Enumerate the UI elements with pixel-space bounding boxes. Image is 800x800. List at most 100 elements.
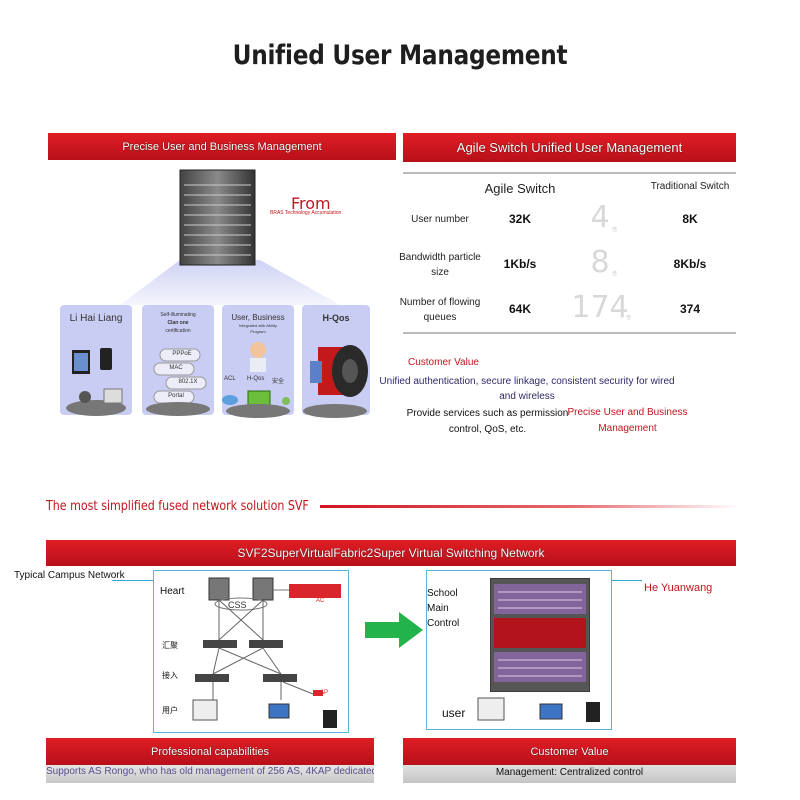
callout-line-left [112,580,154,581]
ac-controller-icon [289,584,341,598]
campus-diagram-graphics [192,577,341,728]
panel-1 [60,305,132,415]
row-ratio-unit: 倍 [612,227,618,233]
table-bottom-rule [403,332,736,334]
panel-2-mid: Clan one [167,320,189,326]
svf-endpoints [477,697,600,722]
row-ratio: 4 [590,200,610,235]
switch-chassis-icon [179,169,256,266]
bottom-right-text: Management: Centralized control [495,767,644,778]
left-header-bar: Precise User and Business Management [48,133,396,160]
bottom-right-strip [403,765,736,783]
row-trad-value: 8K [682,212,698,226]
panel-3-sub: Integrated with Ability [239,323,277,328]
desktop-icon [192,699,218,721]
panel-4-label: H-Qos [322,313,350,323]
panel-3-top: User, Business [231,313,285,322]
bottom-left-bar: Professional capabilities [46,738,374,765]
pill-8021x: 802.1X [178,379,198,385]
ap-label: AP [320,690,329,696]
aggregation-switch-icon [249,640,283,648]
customer-value-right: Precise User and Business Management [567,407,688,434]
tablet-icon [586,702,600,722]
row-label: Bandwidth particle size [399,252,481,278]
access-switch-icon [195,674,229,682]
row-label: User number [411,214,469,225]
user-avatar-icon [250,342,266,358]
pill-portal: Portal [168,393,184,399]
panel-3-sub2: Program [250,329,266,334]
ac-label: AC [316,598,325,604]
printer-icon [103,388,123,404]
school-main-control-label: School Main Control [427,588,460,629]
pill-mac: MAC [169,365,183,371]
access-label: 接入 [162,671,178,680]
css-label: CSS [228,600,247,610]
heart-label: Heart [160,586,185,597]
row-agile-value: 32K [508,212,531,226]
svf-bar: SVF2SuperVirtualFabric2Super Virtual Swi… [46,540,736,566]
row-agile-value: 1Kb/s [503,257,537,271]
row-ratio: 8 [590,245,610,280]
page-title: Unified User Management [232,40,568,71]
aggregation-switch-icon [203,640,237,648]
callout-line-right [612,580,642,581]
panel-3-hqos: H-Qos [247,376,265,382]
bottom-right-bar-label: Customer Value [530,745,609,758]
row-ratio-unit: 倍 [626,315,632,321]
laptop-icon [268,703,290,719]
tablet-icon [323,710,337,728]
svf-heading: The most simplified fused network soluti… [46,499,309,514]
svf-bar-label: SVF2SuperVirtualFabric2Super Virtual Swi… [237,546,545,560]
col-agile-header: Agile Switch [484,181,556,196]
ap-icon [313,690,323,696]
monitor-icon [247,390,271,406]
user-label: 用户 [162,706,178,715]
desktop-icon [477,697,505,721]
camera-icon [79,391,91,403]
customer-value-line1: Unified authentication, secure linkage, … [379,376,675,402]
from-label: From [291,194,331,213]
he-yuanwang-label: He Yuanwang [644,582,713,594]
aggregation-label: 汇聚 [162,641,178,650]
cloud-icon [222,395,238,405]
virtual-board-label: 虚拟业务板 [432,629,472,638]
svf-user-label: user [442,706,466,720]
bottom-right-bar: Customer Value [403,738,736,765]
virtual-port-label: 虚拟端口 [432,665,464,674]
row-agile-value: 64K [508,302,531,316]
core-switch-icon [252,577,274,601]
svf-heading-rule [320,505,740,508]
left-header-label: Precise User and Business Management [122,140,322,153]
right-header-label: Agile Switch Unified User Management [456,140,683,155]
right-header-bar: Agile Switch Unified User Management [403,133,736,162]
row-trad-value: 374 [679,302,701,316]
customer-value-title: Customer Value [408,357,479,368]
row-ratio-unit: 倍 [612,271,618,277]
pill-pppoe: PPPoE [172,351,192,357]
svf-rack-icon [490,578,590,692]
panel-1-label: Li Hai Liang [69,313,123,324]
panel-2-top: Self-illuminating [160,312,196,318]
light-beam [120,260,340,305]
customer-value-line2: Provide services such as permission cont… [406,408,569,435]
arrow-right-icon [365,612,423,648]
table-top-rule [403,172,736,174]
col-traditional-header: Traditional Switch [650,181,730,192]
row-ratio: 174 [571,290,629,325]
panel-2-sub: certification [165,328,191,334]
network-illustration [60,169,370,418]
row-label: Number of flowing queues [399,297,481,323]
bottom-left-text: Supports AS Rongo, who has old managemen… [46,766,374,777]
laptop-icon [539,703,563,720]
typical-campus-label: Typical Campus Network [14,570,125,581]
phone-icon [100,348,112,370]
bottom-left-bar-label: Professional capabilities [150,745,269,758]
core-switch-icon [208,577,230,601]
from-sublabel: BRAS Technology Accumulation [270,210,342,216]
row-trad-value: 8Kb/s [673,257,707,271]
bottom-left-strip [46,765,374,783]
panel-3-acl: ACL [224,376,236,382]
panel-3-security: 安全 [272,379,285,385]
access-switch-icon [263,674,297,682]
